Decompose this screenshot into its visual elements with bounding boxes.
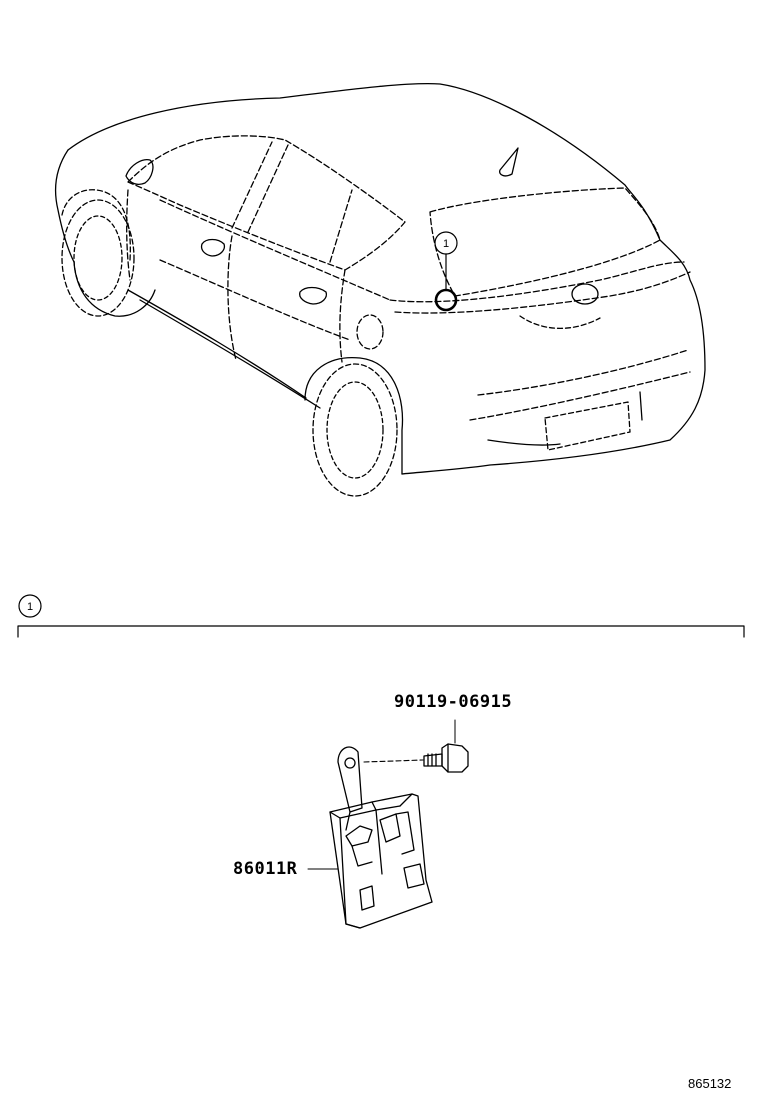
section-bracket: [17, 625, 745, 638]
callout-1-section-number: 1: [27, 601, 33, 613]
car-illustration: [55, 82, 706, 497]
diagram-reference-code: 865132: [688, 1076, 732, 1091]
bolt-drawing: [423, 719, 469, 773]
callout-1-car-circle: [434, 231, 458, 255]
part-label-module: 86011R: [233, 859, 298, 879]
part-label-bolt: 90119-06915: [394, 692, 513, 712]
callout-1-car-number: 1: [443, 238, 449, 250]
module-drawing: [329, 746, 433, 929]
callout-1-section-circle: [18, 594, 42, 618]
location-marker: [434, 288, 458, 312]
